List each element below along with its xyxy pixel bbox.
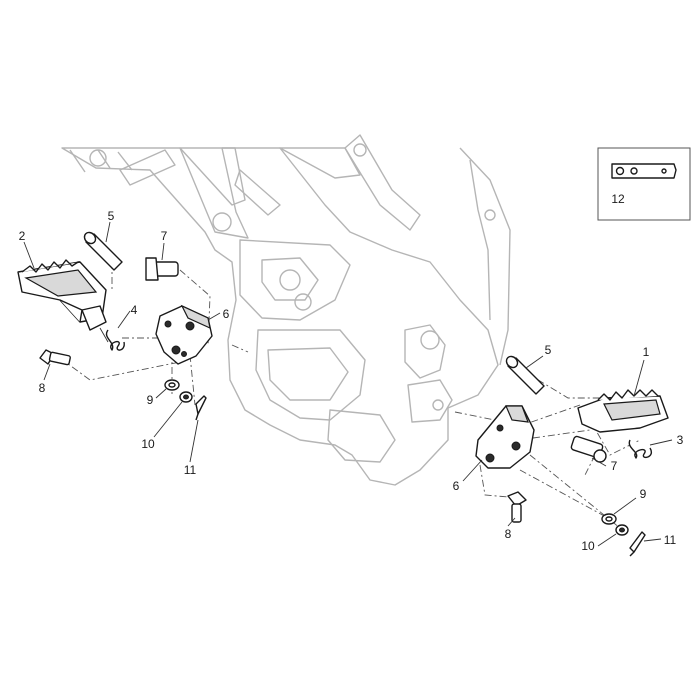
callout-7-left: 7	[161, 229, 168, 243]
callout-2: 2	[19, 229, 26, 243]
bolt-small-right	[507, 491, 527, 523]
spring-left	[99, 327, 125, 351]
footpeg-left	[17, 259, 107, 331]
callout-7-right: 7	[611, 459, 618, 473]
callout-8-left: 8	[39, 381, 46, 395]
washer-small-left	[179, 391, 193, 403]
callout-6-right: 6	[453, 479, 460, 493]
callout-1: 1	[643, 345, 650, 359]
callout-8-right: 8	[505, 527, 512, 541]
cotter-pin-left	[195, 395, 207, 421]
callout-10-right: 10	[581, 539, 595, 553]
washer-left	[164, 379, 180, 391]
callout-5-left: 5	[108, 209, 115, 223]
bracket-left	[155, 304, 213, 365]
callout-6-left: 6	[223, 307, 230, 321]
washer-right	[601, 513, 617, 525]
callout-3: 3	[677, 433, 684, 447]
callout-10-left: 10	[141, 437, 155, 451]
cotter-pin-right	[629, 531, 646, 557]
leader-lines	[23, 221, 673, 547]
callout-11-left: 11	[184, 463, 197, 477]
spring-right	[628, 439, 652, 459]
footpeg-right	[577, 389, 669, 433]
callout-12: 12	[611, 192, 625, 206]
inset-plate-box	[597, 147, 691, 221]
callout-labels: 2 5 7 6 4 8 9 10 11 1 5 3 7 6 8 9 10 11 …	[19, 192, 684, 553]
bracket-right	[475, 405, 535, 469]
callout-11-right: 11	[664, 533, 677, 547]
bolt-small-left	[39, 349, 71, 366]
washer-small-right	[615, 524, 629, 536]
bolt-right	[570, 435, 607, 463]
motorcycle-frame	[61, 134, 511, 486]
pin-left	[83, 231, 123, 271]
bolt-left	[145, 257, 179, 281]
callout-9-right: 9	[640, 487, 647, 501]
callout-9-left: 9	[147, 393, 154, 407]
pin-right	[505, 355, 545, 395]
callout-5-right: 5	[545, 343, 552, 357]
callout-4: 4	[131, 303, 138, 317]
